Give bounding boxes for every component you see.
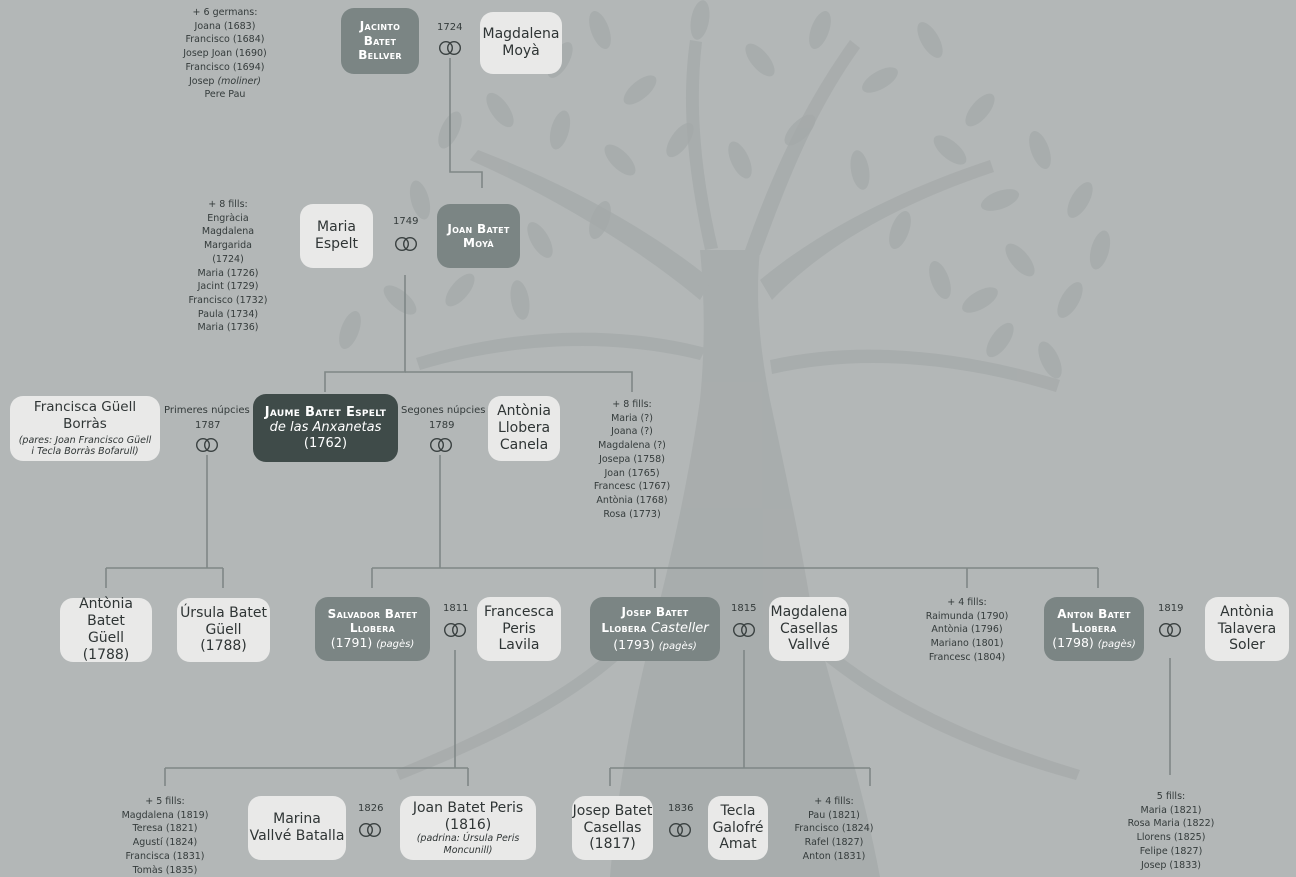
tree-leaf (690, 0, 710, 40)
marriage-rings-icon (429, 437, 453, 453)
person-magdalena-moya: Magdalena Moyà (480, 12, 562, 74)
person-francisca-guell-borras: Francisca Güell Borràs (pares: Joan Fran… (10, 396, 160, 461)
second-marriage-label: Segones núpcies (401, 405, 486, 416)
marriage-year: 1836 (668, 803, 694, 814)
person-antonia-llobera-canela: Antònia Llobera Canela (488, 396, 560, 461)
tree-leaf (728, 141, 752, 179)
person-ursula-batet-guell: Úrsula Batet Güell (1788) (177, 598, 270, 662)
marriage-year: 1811 (443, 603, 469, 614)
tree-leaf (666, 122, 694, 158)
marriage-rings-icon (732, 622, 756, 638)
tree-leaf (933, 135, 967, 165)
tree-leaf (549, 110, 571, 150)
person-marina-vallve-batalla: Marina Vallvé Batalla (248, 796, 346, 860)
tree-leaf (339, 310, 361, 350)
connector-first-children (105, 567, 224, 588)
person-magdalena-casellas-vallve: Magdalena Casellas Vallvé (769, 597, 849, 661)
tree-leaf (589, 10, 611, 50)
tree-leaf (1029, 130, 1051, 170)
marriage-rings-icon (195, 437, 219, 453)
marriage-year: 1749 (393, 216, 419, 227)
marriage-rings-icon (443, 622, 467, 638)
tree-leaf (889, 210, 911, 250)
tree-leaf (745, 43, 775, 77)
tree-leaf (986, 322, 1014, 358)
marriage-year: 1789 (429, 420, 455, 431)
tree-root (396, 632, 640, 780)
tree-leaf (965, 93, 995, 127)
tree-branch (745, 40, 860, 255)
person-anton-batet-llobera: Anton Batet Llobera (1798) (pagès) (1044, 597, 1144, 661)
tree-leaf (409, 180, 431, 220)
marriage-rings-icon (394, 236, 418, 252)
marriage-rings-icon (358, 822, 382, 838)
marriage-rings-icon (438, 40, 462, 56)
person-joan-batet-peris: Joan Batet Peris (1816) (padrina: Úrsula… (400, 796, 536, 860)
connector-josep-children (609, 767, 871, 786)
marriage-year: 1815 (731, 603, 757, 614)
tree-leaf (1005, 243, 1035, 277)
gen4-siblings-note: + 4 fills: Raimunda (1790) Antònia (1796… (925, 597, 1009, 663)
tree-branch (416, 332, 706, 370)
person-joan-batet-moya: Joan Batet Moyà (437, 204, 520, 268)
tree-trunk (610, 250, 880, 877)
person-jacinto-batet-bellver: Jacinto Batet Bellver (341, 8, 419, 74)
tree-leaf (809, 10, 831, 50)
gen2-children-note: + 8 fills: Engràcia Magdalena Margarida … (188, 199, 268, 334)
tree-leaf (1057, 282, 1083, 318)
person-josep-batet-casellas: Josep Batet Casellas (1817) (572, 796, 653, 860)
person-tecla-galofre-amat: Tecla Galofré Amat (708, 796, 768, 860)
tree-leaf (527, 222, 553, 258)
gen1-siblings-note: + 6 germans: Joana (1683) Francisco (168… (183, 7, 267, 101)
tree-leaf (962, 287, 998, 313)
marriage-rings-icon (1158, 622, 1182, 638)
tree-branch (770, 349, 1060, 392)
tree-leaf (1067, 182, 1093, 218)
person-antonia-batet-guell: Antònia Batet Güell (1788) (60, 596, 152, 663)
tree-leaf (784, 114, 816, 146)
tree-root (812, 640, 1080, 780)
tree-leaf (980, 189, 1020, 211)
tree-leaf (589, 200, 611, 240)
marriage-year: 1724 (437, 22, 463, 33)
gen3-siblings-note: + 8 fills: Maria (?) Joana (?) Magdalena… (593, 399, 671, 520)
marriage-year: 1787 (195, 420, 221, 431)
person-antonia-talavera-soler: Antònia Talavera Soler (1205, 597, 1289, 661)
person-jaume-batet-espelt: Jaume Batet Espelt de las Anxanetas (176… (253, 394, 398, 462)
marriage-year: 1819 (1158, 603, 1184, 614)
connector-gen1 (449, 58, 483, 188)
connector-second-children (371, 567, 1099, 588)
marriage-rings-icon (668, 822, 692, 838)
tree-leaf (1038, 341, 1062, 379)
tree-leaf (929, 260, 951, 300)
tree-leaf (604, 144, 636, 176)
tree-leaf (917, 22, 943, 58)
tree-leaf (623, 75, 657, 105)
gen5-josep-siblings-note: + 4 fills: Pau (1821) Francisco (1824) R… (794, 796, 874, 862)
person-josep-batet-llobera: Josep Batet Llobera Casteller (1793) (pa… (590, 597, 720, 661)
first-marriage-label: Primeres núpcies (164, 405, 250, 416)
tree-leaf (862, 67, 898, 93)
tree-leaf (510, 280, 530, 320)
person-maria-espelt: Maria Espelt (300, 204, 373, 268)
tree-leaf (486, 92, 514, 128)
person-salvador-batet-llobera: Salvador Batet Llobera (1791) (pagès) (315, 597, 430, 661)
tree-leaf (850, 150, 870, 190)
connector-gen2 (324, 275, 406, 392)
marriage-year: 1826 (358, 803, 384, 814)
tree-leaf (445, 273, 475, 307)
tree-branch (685, 40, 718, 250)
connector-gen2-siblings (405, 371, 633, 392)
tree-branch (470, 150, 712, 300)
tree-leaf (1089, 230, 1111, 270)
person-francesca-peris-lavila: Francesca Peris Lavila (477, 597, 561, 661)
gen5-salvador-children-note: + 5 fills: Magdalena (1819) Teresa (1821… (121, 796, 209, 876)
tree-branch (760, 160, 994, 300)
gen5-anton-children-note: 5 fills: Maria (1821) Rosa Maria (1822) … (1127, 791, 1215, 871)
tree-leaf (383, 285, 417, 315)
connector-salvador-children (164, 767, 469, 786)
